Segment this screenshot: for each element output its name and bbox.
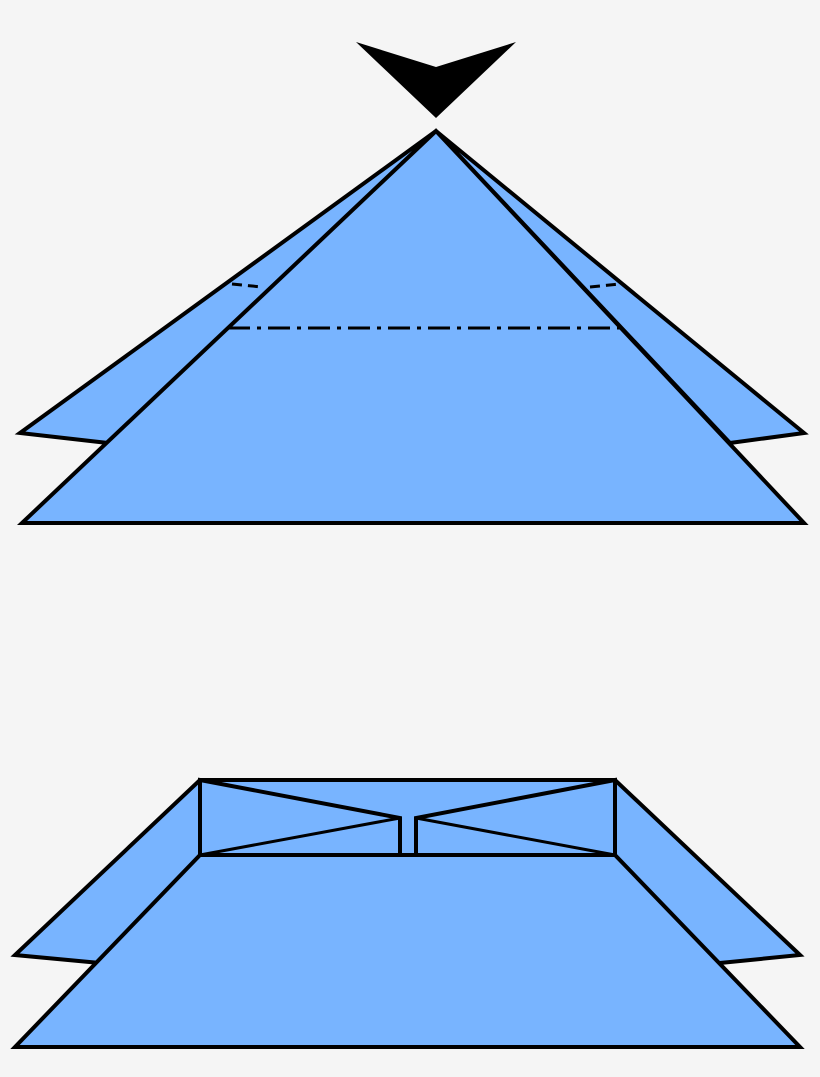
step-1-figure bbox=[14, 42, 809, 525]
fold-tick-left bbox=[231, 282, 263, 289]
band-diagonal-right bbox=[415, 778, 616, 820]
band-cross-right bbox=[415, 816, 616, 857]
fold-tick-right bbox=[589, 282, 621, 289]
band-cross-left bbox=[199, 816, 401, 857]
push-down-arrow-icon bbox=[356, 42, 516, 118]
front-trapezoid bbox=[10, 853, 805, 1049]
front-triangle bbox=[16, 128, 809, 525]
band-diagonal-left bbox=[199, 778, 401, 820]
step-2-figure bbox=[10, 777, 805, 1049]
